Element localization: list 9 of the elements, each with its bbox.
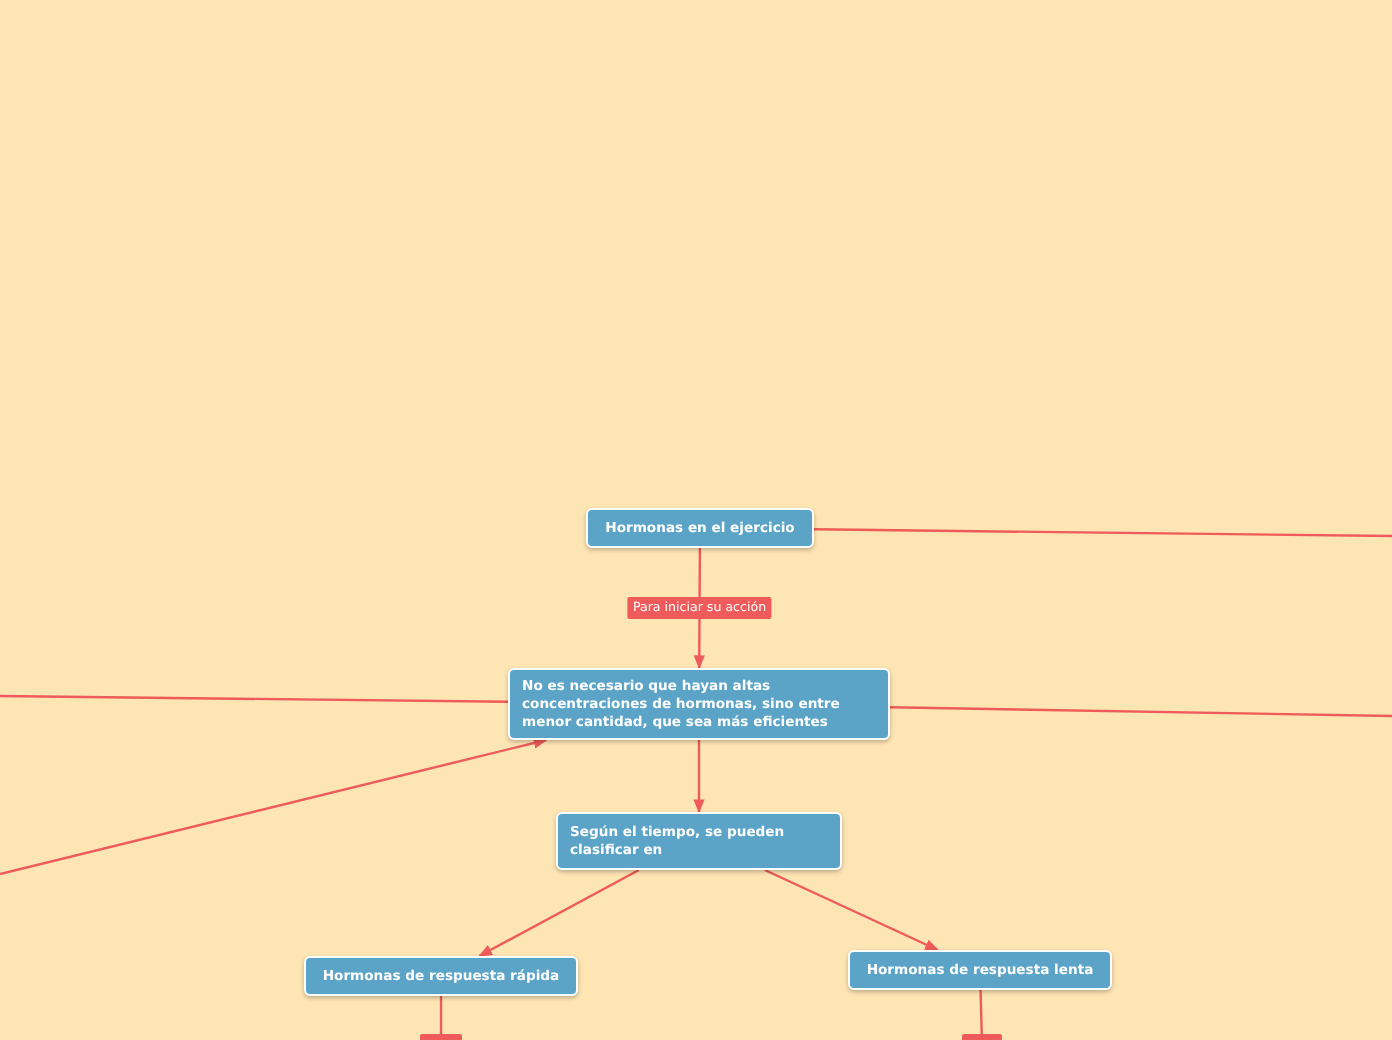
connector-line	[889, 706, 1392, 718]
connector-line	[979, 989, 983, 1035]
arrow	[478, 868, 640, 958]
arrow	[764, 868, 940, 952]
connector-line	[0, 694, 508, 703]
arrow	[693, 740, 705, 814]
arrow	[0, 737, 548, 876]
connector-line	[814, 528, 1392, 538]
connector-line	[439, 996, 443, 1034]
